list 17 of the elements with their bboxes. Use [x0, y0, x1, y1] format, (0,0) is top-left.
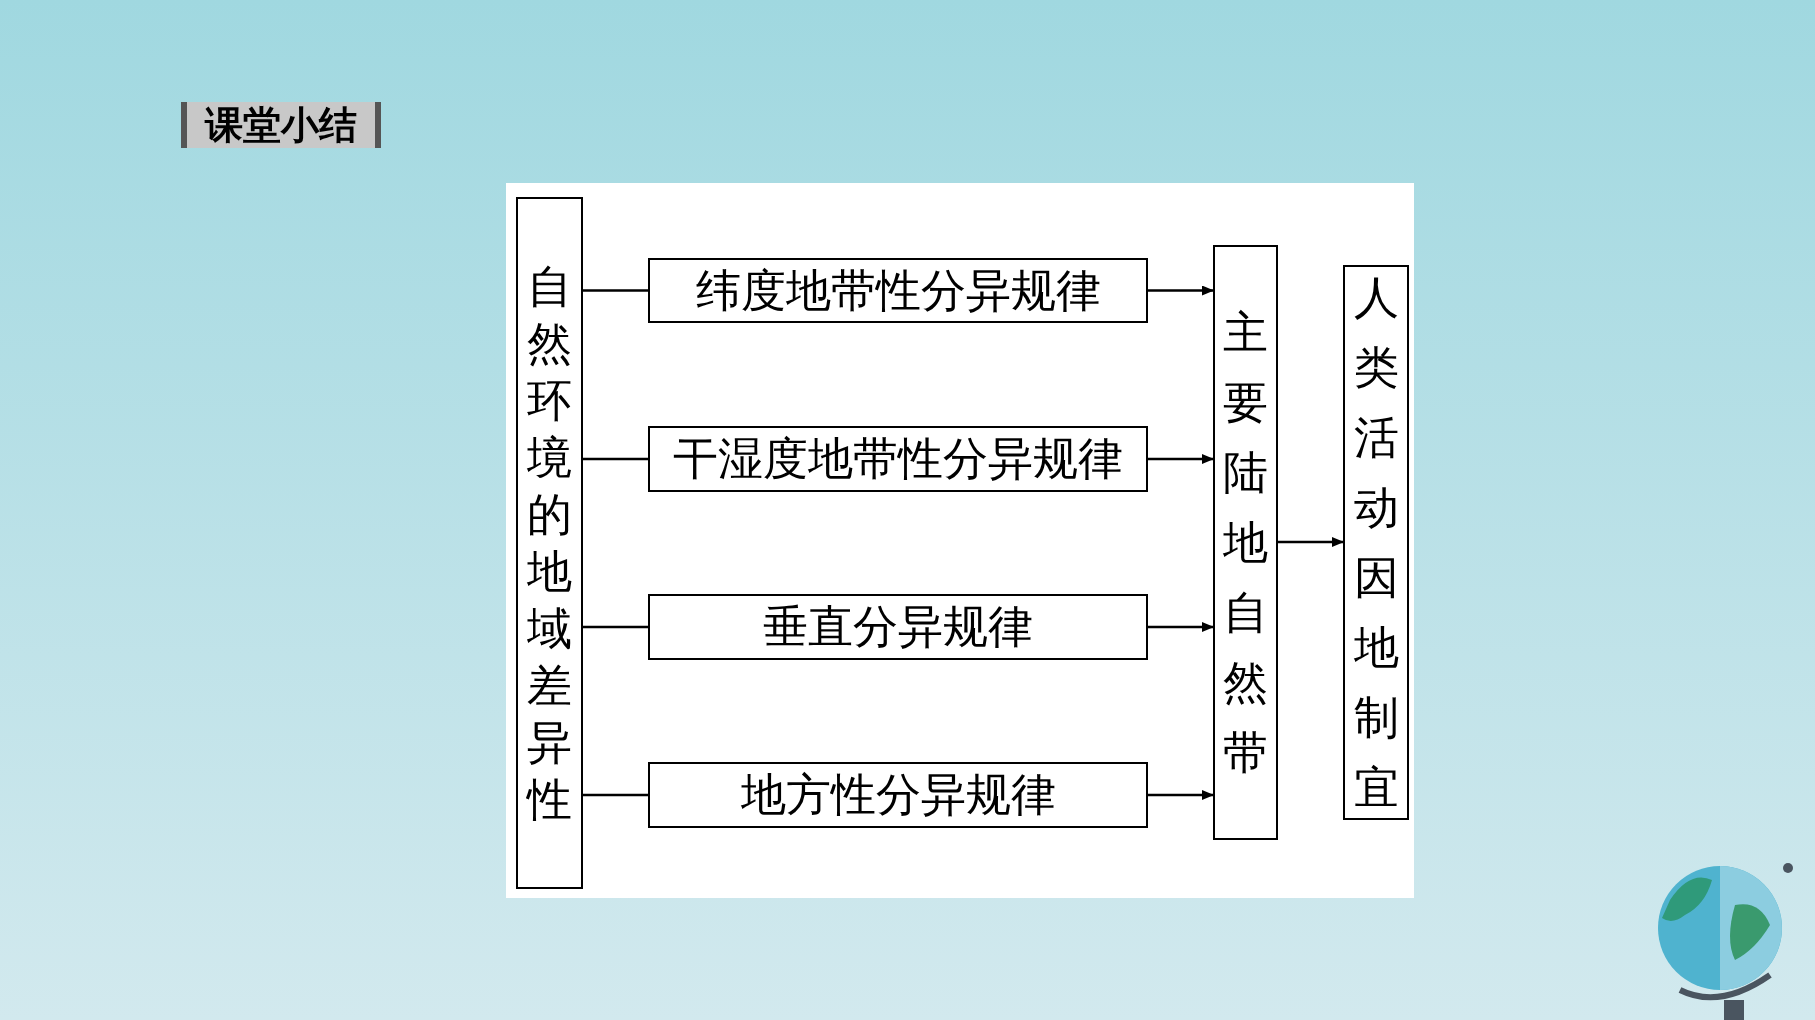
process-box: 干湿度地带性分异规律 — [648, 426, 1148, 492]
connector-line — [583, 457, 648, 461]
arrow — [1148, 285, 1214, 296]
process-box: 地方性分异规律 — [648, 762, 1148, 828]
arrow — [1148, 790, 1214, 800]
process-box: 垂直分异规律 — [648, 594, 1148, 660]
title-banner: 课堂小结 — [181, 102, 381, 148]
connector-line — [583, 289, 648, 292]
arrow — [1148, 622, 1214, 632]
process-box: 纬度地带性分异规律 — [648, 258, 1148, 323]
arrow — [1278, 537, 1344, 547]
connector-line — [583, 793, 648, 797]
vertical-text-box: 主要陆地自然带 — [1213, 245, 1278, 840]
vertical-text-box: 人类活动因地制宜 — [1343, 265, 1409, 820]
connector-line — [583, 625, 648, 629]
arrow — [1148, 454, 1214, 464]
vertical-text-box: 自然环境的地域差异性 — [516, 197, 583, 889]
